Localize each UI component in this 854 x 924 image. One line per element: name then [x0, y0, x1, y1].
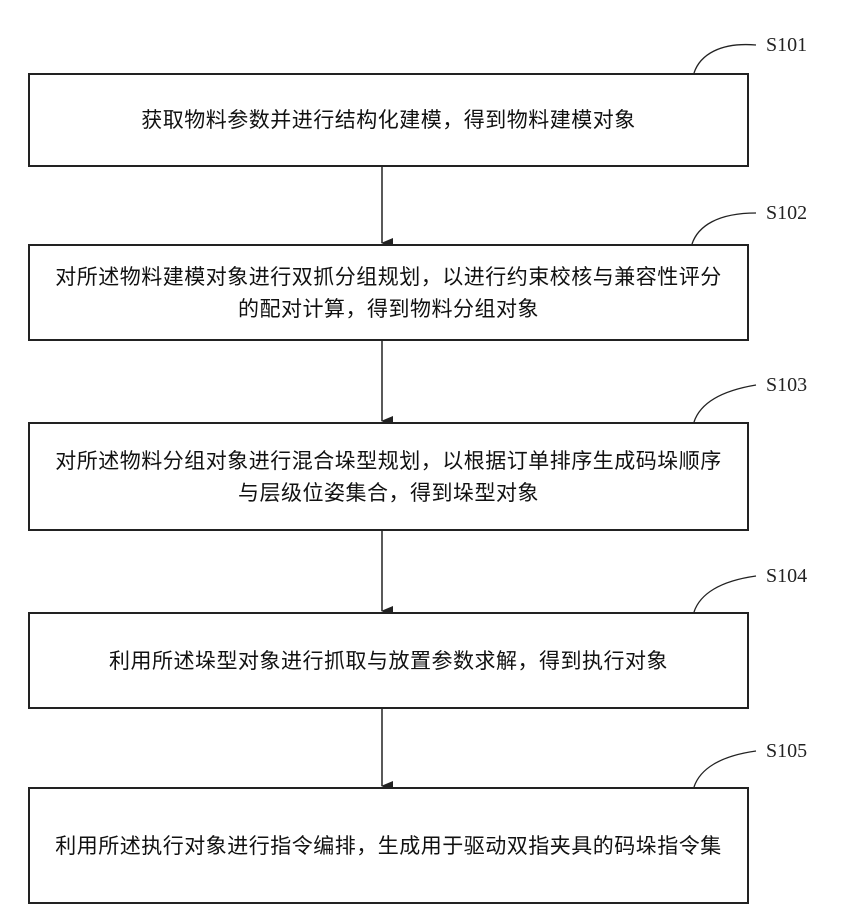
step-label-s102: S102	[766, 202, 807, 225]
step-label-s101: S101	[766, 34, 807, 57]
tag-leader-s101	[694, 45, 756, 73]
tag-leader-s104	[694, 576, 756, 612]
tag-leader-s103	[694, 385, 756, 422]
step-text-s103: 对所述物料分组对象进行混合垛型规划，以根据订单排序生成码垛顺序与层级位姿集合，得…	[30, 445, 747, 509]
step-text-s105: 利用所述执行对象进行指令编排，生成用于驱动双指夹具的码垛指令集	[39, 830, 738, 862]
step-box-s101: 获取物料参数并进行结构化建模，得到物料建模对象	[28, 73, 749, 167]
step-box-s104: 利用所述垛型对象进行抓取与放置参数求解，得到执行对象	[28, 612, 749, 709]
step-box-s105: 利用所述执行对象进行指令编排，生成用于驱动双指夹具的码垛指令集	[28, 787, 749, 904]
tag-leader-s105	[694, 751, 756, 787]
step-text-s102: 对所述物料建模对象进行双抓分组规划，以进行约束校核与兼容性评分的配对计算，得到物…	[30, 261, 747, 325]
step-label-s104: S104	[766, 565, 807, 588]
step-box-s102: 对所述物料建模对象进行双抓分组规划，以进行约束校核与兼容性评分的配对计算，得到物…	[28, 244, 749, 341]
step-text-s104: 利用所述垛型对象进行抓取与放置参数求解，得到执行对象	[93, 645, 684, 677]
step-box-s103: 对所述物料分组对象进行混合垛型规划，以根据订单排序生成码垛顺序与层级位姿集合，得…	[28, 422, 749, 531]
step-label-s103: S103	[766, 374, 807, 397]
step-text-s101: 获取物料参数并进行结构化建模，得到物料建模对象	[125, 104, 652, 136]
step-label-s105: S105	[766, 740, 807, 763]
tag-leader-s102	[692, 213, 756, 244]
